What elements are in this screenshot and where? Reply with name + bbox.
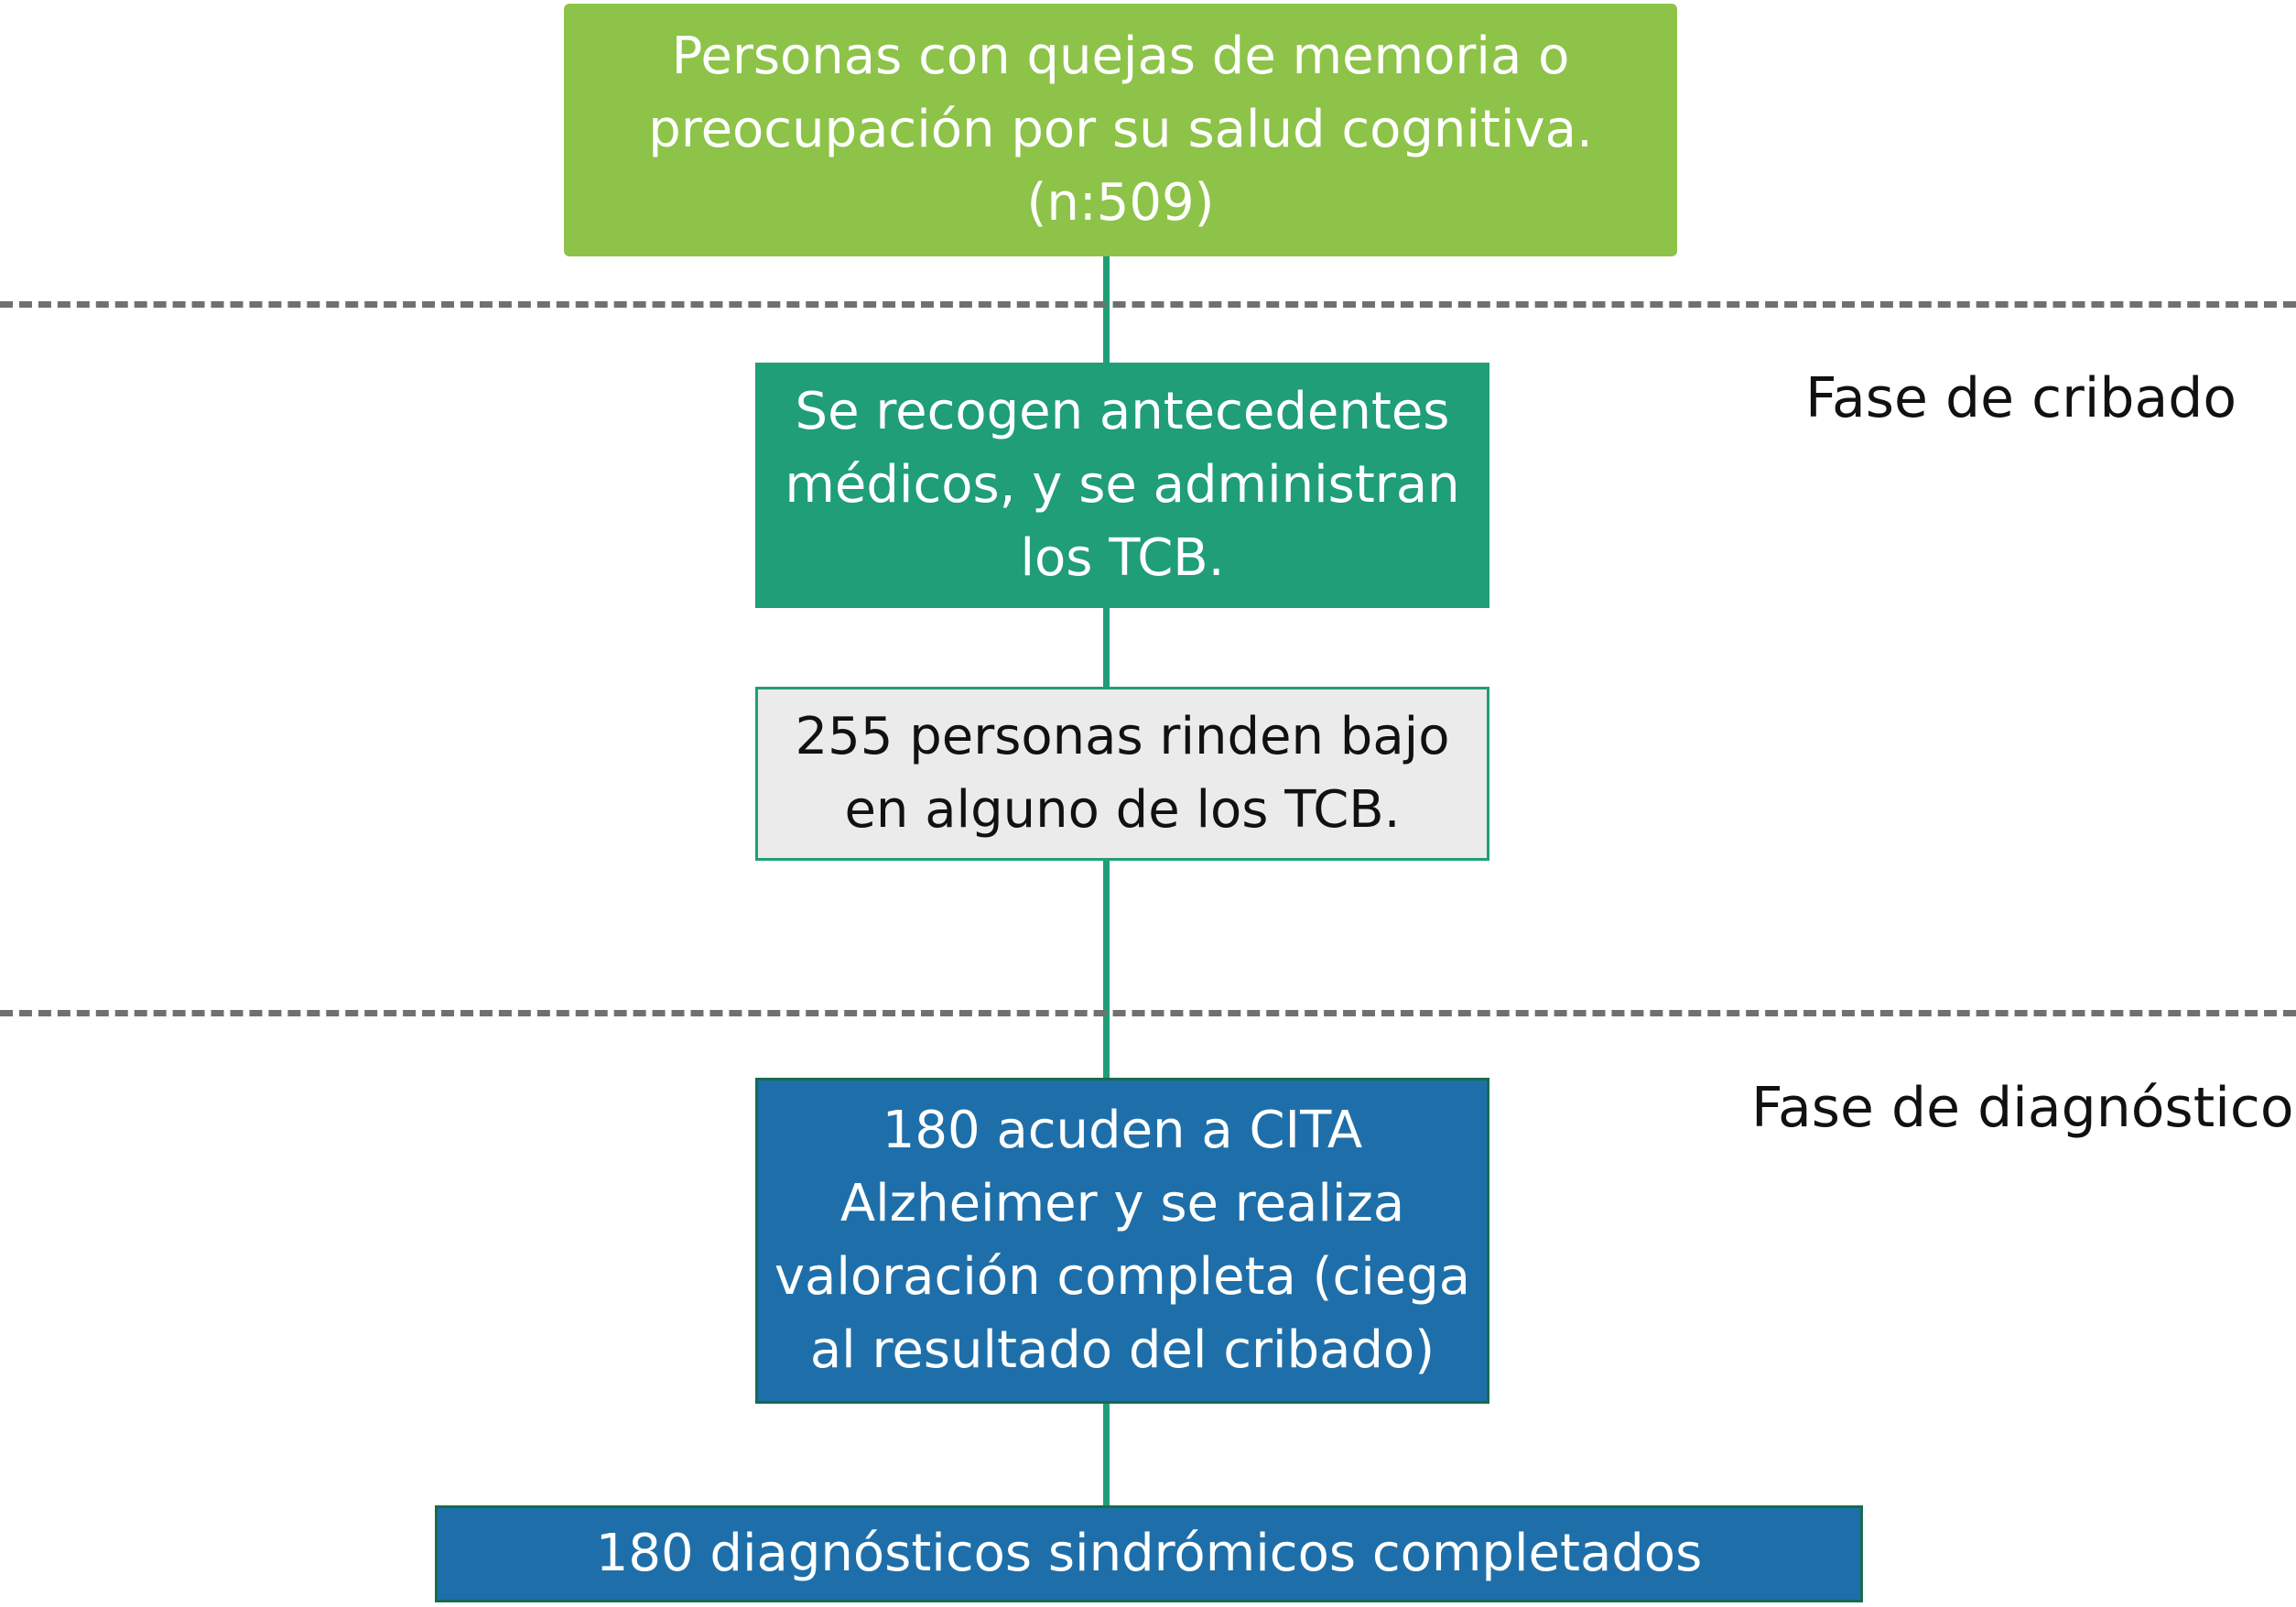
final-box: 180 diagnósticos sindrómicos completados — [435, 1505, 1863, 1602]
phase-label-diagnostico: Fase de diagnóstico — [1751, 1076, 2294, 1140]
start-box-text: Personas con quejas de memoria o preocup… — [648, 27, 1593, 233]
start-box: Personas con quejas de memoria o preocup… — [564, 4, 1677, 256]
connector-start-screening — [1103, 256, 1110, 363]
cita-box-text: 180 acuden a CITA Alzheimer y se realiza… — [774, 1101, 1471, 1380]
connector-screening-low — [1103, 608, 1110, 687]
phase-label-cribado: Fase de cribado — [1805, 366, 2237, 430]
phase-separator-top — [0, 301, 2296, 308]
screening-box: Se recogen antecedentes médicos, y se ad… — [755, 363, 1489, 608]
phase-separator-middle — [0, 1010, 2296, 1016]
low-performance-box: 255 personas rinden bajo en alguno de lo… — [755, 687, 1489, 861]
screening-box-text: Se recogen antecedentes médicos, y se ad… — [785, 382, 1460, 588]
low-performance-box-text: 255 personas rinden bajo en alguno de lo… — [795, 707, 1450, 840]
cita-box: 180 acuden a CITA Alzheimer y se realiza… — [755, 1078, 1489, 1404]
final-box-text: 180 diagnósticos sindrómicos completados — [595, 1524, 1703, 1583]
connector-cita-final — [1103, 1404, 1110, 1505]
connector-low-cita — [1103, 861, 1110, 1078]
